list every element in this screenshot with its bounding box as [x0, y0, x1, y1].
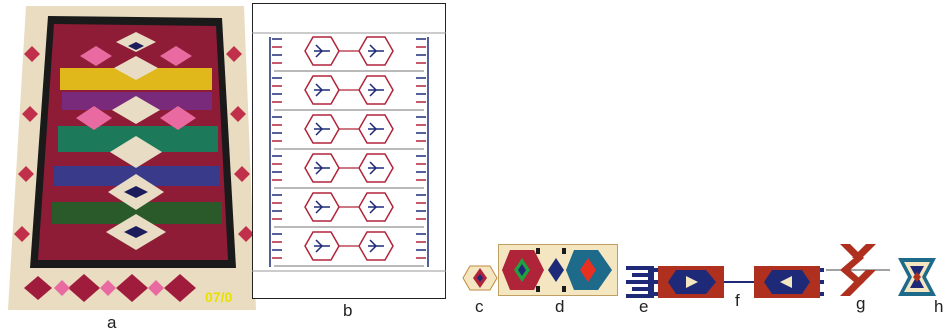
label-e: e	[639, 297, 649, 316]
schematic-hexagon	[304, 153, 340, 183]
label-h: h	[934, 297, 943, 316]
label-a: a	[107, 313, 117, 332]
motif-h-hourglass	[898, 258, 936, 296]
schematic-hexagon	[304, 192, 340, 222]
schematic-hexagon	[304, 75, 340, 105]
label-d: d	[555, 297, 565, 316]
label-f: f	[735, 291, 740, 310]
motif-f-border	[654, 266, 824, 298]
motif-d-medallions	[498, 244, 618, 296]
motif-g-zigzag	[826, 244, 890, 296]
schematic-hexagon	[304, 114, 340, 144]
label-g: g	[856, 294, 866, 313]
motif-c-hexagon	[462, 265, 498, 291]
label-b: b	[343, 301, 353, 320]
photo-date-stamp: 07/0	[205, 289, 233, 305]
schematic-hexagon	[304, 36, 340, 66]
label-c: c	[475, 297, 484, 316]
motif-e-comb	[626, 266, 654, 298]
kilim-schematic	[252, 3, 446, 299]
schematic-hexagon	[304, 231, 340, 261]
kilim-photo	[8, 6, 256, 310]
